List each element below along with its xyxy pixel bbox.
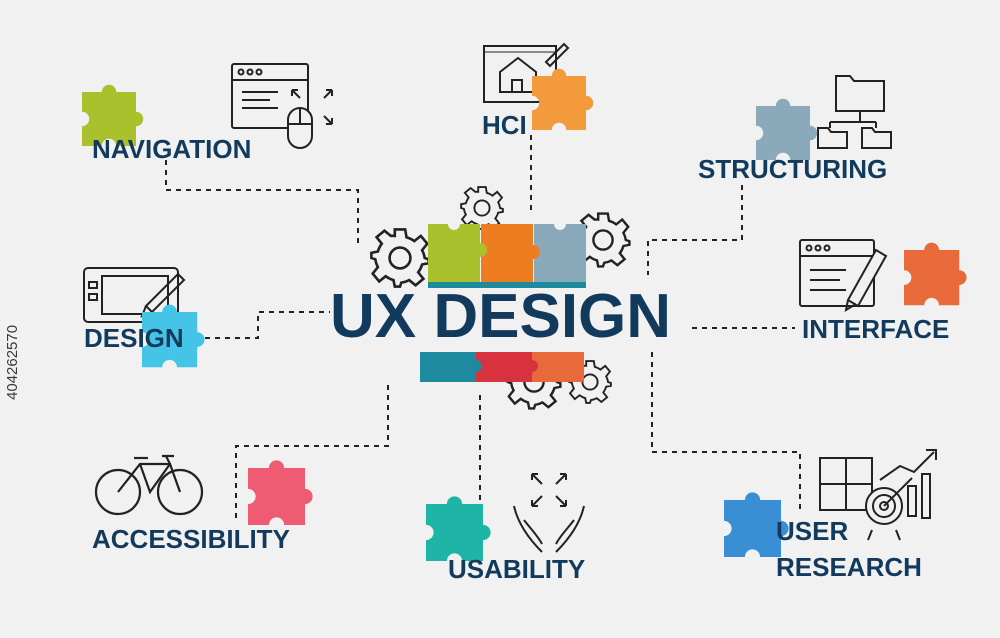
label-interface: INTERFACE: [802, 314, 950, 344]
label-accessibility: ACCESSIBILITY: [92, 524, 290, 554]
stock-id: 404262570: [4, 324, 21, 400]
label-structuring: STRUCTURING: [698, 154, 888, 184]
page-title: UX DESIGN: [330, 282, 672, 351]
browser-expand-mouse-icon: [231, 63, 333, 149]
connector-structuring: [647, 185, 743, 275]
puzzle-salmon: [904, 242, 967, 306]
bicycle-icon: [94, 454, 204, 516]
hands-expand-icon: [513, 473, 585, 553]
puzzle-slate-blue: [756, 98, 818, 160]
puzzle-orange: [532, 68, 594, 130]
connector-user-research: [651, 352, 801, 510]
puzzle-target-chart-icon: [819, 449, 937, 541]
puzzle-teal: [426, 496, 491, 561]
label-usability: USABILITY: [448, 554, 586, 584]
label-navigation: NAVIGATION: [92, 134, 252, 164]
label-user-research-line2: RESEARCH: [776, 552, 922, 582]
connector-lines: [165, 135, 801, 520]
edit-window-icon: [799, 239, 888, 313]
label-design: DESIGN: [84, 323, 184, 353]
connector-accessibility: [235, 385, 389, 520]
center-puzzle-bottom: [420, 352, 584, 382]
label-hci: HCI: [482, 110, 527, 140]
connector-navigation: [165, 160, 359, 248]
label-user-research-line1: USER: [776, 516, 849, 546]
drawing-tablet-icon: [83, 267, 186, 323]
center-puzzle-top: [428, 218, 586, 288]
connector-design: [205, 311, 330, 339]
folder-tree-icon: [817, 75, 892, 149]
puzzle-pink: [248, 460, 313, 525]
